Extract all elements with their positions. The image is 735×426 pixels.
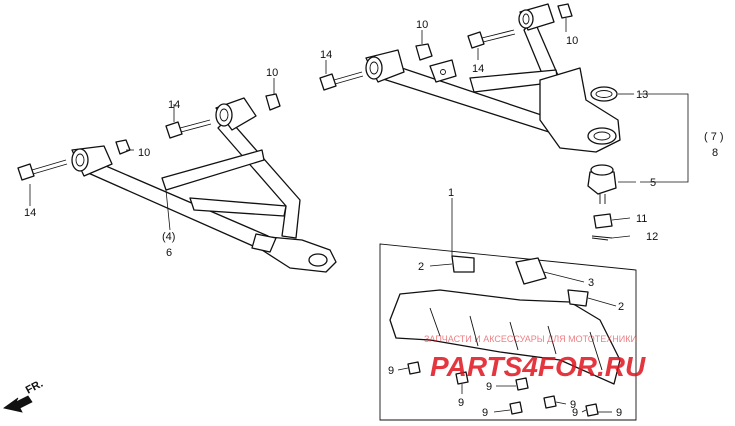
clamp-2-a	[451, 255, 475, 273]
callout-9-g: 9	[616, 407, 622, 419]
bolt-9-d	[543, 395, 557, 409]
bolt-14-lower-left	[17, 159, 68, 181]
callout-13: 13	[636, 89, 648, 101]
callout-14-c: 14	[320, 49, 332, 61]
cotter-pin-12	[591, 235, 613, 241]
callout-10-b: 10	[266, 67, 278, 79]
direction-label: FR.	[24, 378, 45, 397]
bolt-9-a	[407, 361, 421, 375]
watermark-tagline: ЗАПЧАСТИ И АКСЕССУАРЫ ДЛЯ МОТОТЕХНИКИ	[424, 334, 637, 344]
callout-7: ( 7 )	[704, 131, 724, 143]
callout-9-e: 9	[482, 407, 488, 419]
skid-plate	[389, 289, 621, 385]
bolt-14-lower-right	[165, 119, 212, 139]
arrow-left-icon	[3, 395, 33, 413]
callout-14-a: 14	[24, 207, 36, 219]
callout-14-b: 14	[168, 99, 180, 111]
callout-9-a: 9	[388, 365, 394, 377]
skid-plate-box	[379, 243, 637, 421]
ball-joint-5	[587, 164, 617, 204]
clamp-3	[515, 257, 547, 285]
castle-nut-11	[593, 213, 613, 229]
callout-9-b: 9	[458, 397, 464, 409]
nut-10-d	[557, 3, 573, 19]
watermark-brand: PARTS4FOR.RU	[430, 351, 646, 382]
bolt-14-upper-right	[467, 29, 516, 49]
callout-1: 1	[448, 187, 454, 199]
nut-10-b	[265, 93, 281, 111]
lower-arm	[71, 97, 337, 273]
callout-5: 5	[650, 177, 656, 189]
bolt-9-b	[455, 371, 469, 385]
leader-lines	[29, 18, 689, 413]
callout-8: 8	[712, 147, 718, 159]
nut-10-c	[415, 43, 433, 61]
bolt-9-e	[509, 401, 523, 415]
callout-6: 6	[166, 247, 172, 259]
nut-10-a	[115, 139, 131, 155]
clamp-2-b	[567, 289, 589, 307]
callout-10-a: 10	[138, 147, 150, 159]
callout-2-b: 2	[618, 301, 624, 313]
front-direction-arrow: FR.	[3, 378, 45, 413]
bolt-9-c	[515, 377, 529, 391]
watermark: ЗАПЧАСТИ И АКСЕССУАРЫ ДЛЯ МОТОТЕХНИКИ PA…	[424, 334, 646, 382]
callout-12: 12	[646, 231, 658, 243]
callout-11: 11	[636, 213, 647, 225]
callout-4: (4)	[162, 231, 175, 243]
callout-10-c: 10	[416, 19, 428, 31]
callout-9-c: 9	[486, 381, 492, 393]
callout-14-d: 14	[472, 63, 484, 75]
upper-arm	[365, 3, 621, 153]
callout-2-a: 2	[418, 261, 424, 273]
bolt-14-upper-left	[319, 71, 364, 91]
callout-9-f: 9	[572, 407, 578, 419]
callout-3: 3	[588, 277, 594, 289]
bolt-9-f	[585, 403, 599, 417]
callouts: 1 2 2 3 (4) 6 5 ( 7 ) 8 9 9 9 9 9 9 9 10…	[24, 19, 724, 419]
ring-13	[590, 86, 618, 102]
callout-9-d: 9	[570, 399, 576, 411]
callout-10-d: 10	[566, 35, 578, 47]
